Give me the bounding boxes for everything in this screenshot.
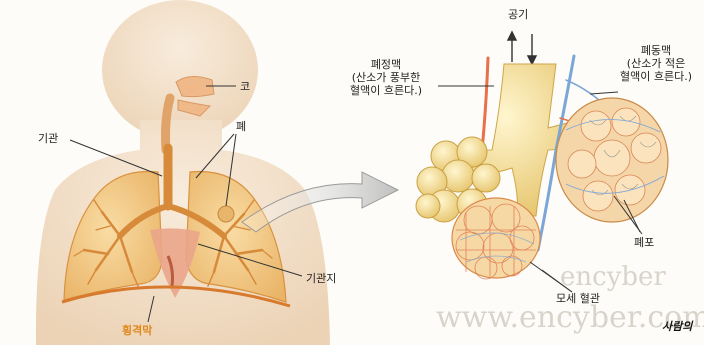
alveolar-cluster-capillary xyxy=(452,198,540,279)
pulmonary-vein-title: 폐정맥 xyxy=(336,58,436,71)
label-pulmonary-artery: 폐동맥 (산소가 적은 혈액이 흐른다.) xyxy=(608,44,704,83)
brand-text: 사람의 xyxy=(662,318,692,334)
pulmonary-artery-desc-1: (산소가 적은 xyxy=(608,57,704,70)
alveolus-mark xyxy=(218,206,234,222)
label-alveolus: 폐포 xyxy=(634,236,654,249)
air-flow-arrows xyxy=(508,32,536,64)
pulmonary-artery-desc-2: 혈액이 흐른다.) xyxy=(608,70,704,83)
label-air: 공기 xyxy=(508,8,528,21)
label-diaphragm: 횡격막 xyxy=(122,324,152,337)
label-nose: 코 xyxy=(240,80,250,93)
pulmonary-artery-title: 폐동맥 xyxy=(608,44,704,57)
label-trachea: 기관 xyxy=(38,132,58,145)
pulmonary-vein-desc-1: (산소가 풍부한 xyxy=(336,71,436,84)
label-lung: 폐 xyxy=(236,120,246,133)
alveolar-cluster-right xyxy=(556,98,668,222)
label-pulmonary-vein: 폐정맥 (산소가 풍부한 혈액이 흐른다.) xyxy=(336,58,436,97)
label-bronchus: 기관지 xyxy=(306,272,336,285)
watermark-line1: encyber xyxy=(560,262,666,292)
pulmonary-vein-desc-2: 혈액이 흐른다.) xyxy=(336,84,436,97)
